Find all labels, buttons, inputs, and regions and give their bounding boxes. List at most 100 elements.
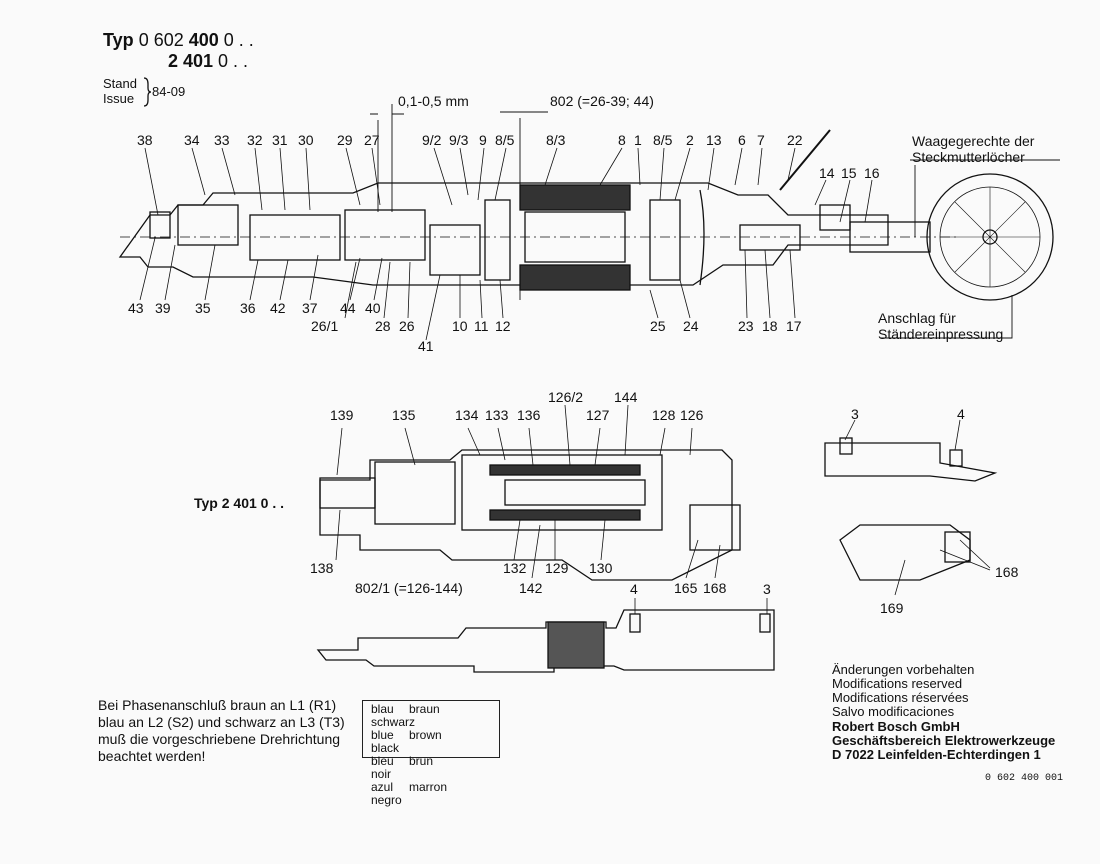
leader-lines-top	[144, 147, 873, 223]
part-label: 130	[589, 560, 613, 576]
sub-housing-outline	[319, 449, 733, 581]
color-cell: brown	[409, 728, 442, 742]
part-label: 40	[365, 300, 381, 316]
part-label: 42	[270, 300, 286, 316]
part-label: 31	[272, 132, 288, 148]
detail-top-part	[824, 442, 998, 482]
side-screw-3	[759, 613, 771, 633]
part-label: 1	[634, 132, 642, 148]
modifications-line: Modifications réservées	[832, 690, 969, 705]
detail-top-leaders	[844, 419, 961, 451]
note-waage-b: Steckmutterlöcher	[912, 149, 1025, 165]
part-label: 41	[418, 338, 434, 354]
part-label: 2	[686, 132, 694, 148]
phase-note-line: blau an L2 (S2) und schwarz an L3 (T3)	[98, 714, 345, 730]
part-label: 9	[479, 132, 487, 148]
part-label: 126	[680, 407, 704, 423]
part-label: 25	[650, 318, 666, 334]
part-label: 11	[474, 318, 489, 334]
collet-nut	[149, 211, 171, 239]
dimension-lines	[370, 104, 404, 212]
typ-num-b-bold: 2 401	[168, 51, 214, 71]
end-view-circle	[926, 173, 1054, 301]
color-cell: black	[371, 741, 400, 755]
document-number: 0 602 400 001	[985, 773, 1064, 784]
leader-anschlag	[880, 295, 1013, 339]
stand-issue-brace	[143, 77, 152, 107]
color-cell: schwarz	[371, 715, 416, 729]
color-cell: azul	[371, 780, 394, 794]
knurled-nut	[547, 621, 605, 669]
part-label: 26	[399, 318, 415, 334]
detail-top-screw-4	[949, 449, 963, 467]
part-label: 8	[618, 132, 626, 148]
main-housing-outline	[118, 182, 889, 286]
modifications-line: Salvo modificaciones	[832, 704, 955, 719]
detail-mid-leaders	[894, 539, 991, 596]
detail-label-169: 169	[880, 600, 904, 616]
note-anschlag-b: Ständereinpressung	[878, 326, 1004, 342]
phase-note-line: muß die vorgeschriebene Drehrichtung	[98, 731, 341, 747]
part-label: 129	[545, 560, 569, 576]
part-label: 32	[247, 132, 263, 148]
typ-label: Typ	[103, 30, 134, 50]
color-row-de: blau braunschwarz	[371, 703, 499, 729]
typ-num-b-post: 0 . .	[213, 51, 249, 71]
part-label: 36	[240, 300, 256, 316]
part-label: 12	[495, 318, 511, 334]
part-label: 34	[184, 132, 200, 148]
rear-bearing	[649, 199, 681, 281]
front-bearing	[484, 199, 511, 281]
part-label: 35	[195, 300, 211, 316]
part-label: 144	[614, 389, 638, 405]
part-label: 24	[683, 318, 699, 334]
type-number-secondary: 2 401 0 . .	[168, 51, 248, 72]
sub-clamp	[689, 504, 741, 551]
part-label: 43	[128, 300, 144, 316]
part-label: 134	[455, 407, 479, 423]
leader-waage	[910, 159, 1060, 237]
part-label: 44	[340, 300, 356, 316]
part-label: 23	[738, 318, 754, 334]
part-label: 39	[155, 300, 171, 316]
side-screw-4	[629, 613, 641, 633]
stand-label: Stand	[103, 76, 137, 91]
part-label: 13	[706, 132, 722, 148]
part-label: 126/2	[548, 389, 584, 405]
modifications-line: Modifications reserved	[832, 676, 963, 691]
company-address: Robert Bosch GmbH Geschäftsbereich Elekt…	[832, 720, 1055, 762]
color-cell: brun	[409, 754, 434, 768]
part-label: 9/2	[422, 132, 442, 148]
color-cell: marron	[409, 780, 448, 794]
modifications-line: Änderungen vorbehalten	[832, 662, 975, 677]
part-label: 17	[786, 318, 802, 334]
detail-label-168: 168	[995, 564, 1019, 580]
typ-num-a-bold: 400	[188, 30, 219, 50]
color-cell: braun	[409, 702, 440, 716]
company-line: Geschäftsbereich Elektrowerkzeuge	[832, 733, 1056, 748]
part-label: 38	[137, 132, 153, 148]
detail-top-screw-3	[839, 437, 853, 455]
detail-label-3: 3	[851, 406, 859, 422]
part-label: 138	[310, 560, 334, 576]
cable-sleeve	[849, 221, 931, 253]
issue-label: Issue	[103, 91, 135, 106]
part-label: 139	[330, 407, 354, 423]
modifications-note: Änderungen vorbehalten Modifications res…	[832, 663, 974, 719]
side-view-outline	[316, 609, 775, 673]
detail-label-4: 4	[957, 406, 965, 422]
color-cell: bleu	[371, 754, 394, 768]
part-label: 168	[703, 580, 727, 596]
part-label: 22	[787, 132, 803, 148]
spring-top	[489, 464, 641, 476]
group-802-1-label: 802/1 (=126-144)	[355, 580, 463, 596]
typ-num-a-post: 0 . .	[218, 30, 254, 50]
company-line: D 7022 Leinfelden-Echterdingen 1	[832, 747, 1041, 762]
part-label: 29	[337, 132, 353, 148]
color-cell: blau	[371, 702, 394, 716]
fan	[699, 189, 705, 286]
spindle-section	[344, 209, 426, 261]
sub-shaft	[504, 479, 646, 506]
